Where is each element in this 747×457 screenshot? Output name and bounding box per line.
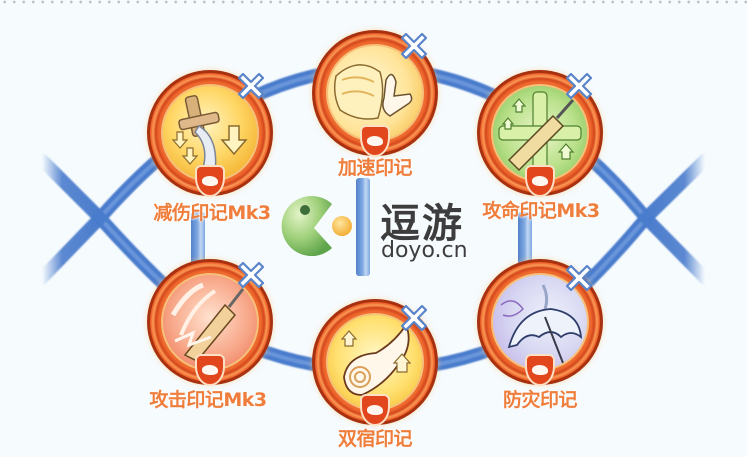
remove-seal-button-attack[interactable] xyxy=(235,259,267,291)
remove-seal-button-twin-star[interactable] xyxy=(398,302,430,334)
watermark-title: 逗游 xyxy=(380,201,464,247)
seal-badge-icon xyxy=(360,394,390,426)
seal-badge-icon xyxy=(360,125,390,157)
watermark-domain: doyo.cn xyxy=(381,238,468,263)
seal-label-twin-star: 双宿印记 xyxy=(337,428,413,450)
seal-slot-damage-reduction[interactable] xyxy=(147,70,273,197)
vertical-connector-left xyxy=(191,212,205,270)
seal-label-speed: 加速印记 xyxy=(337,157,413,179)
seal-slot-attack-accuracy[interactable] xyxy=(477,70,603,197)
seal-label-attack-accuracy: 攻命印记Mk3 xyxy=(482,200,600,222)
remove-seal-button-attack-accuracy[interactable] xyxy=(563,70,595,102)
seal-badge-icon xyxy=(525,165,555,197)
doyo-logo-icon xyxy=(281,196,352,256)
seal-badge-icon xyxy=(525,354,555,386)
remove-seal-button-damage-reduction[interactable] xyxy=(235,70,267,102)
seal-badge-icon xyxy=(195,165,225,197)
greatsword-up-arrows-icon xyxy=(491,84,589,182)
vertical-connector-center xyxy=(356,178,370,276)
vertical-connector-right xyxy=(518,212,532,270)
seal-label-damage-reduction: 减伤印记Mk3 xyxy=(153,202,271,224)
seal-label-disaster-defense: 防灾印记 xyxy=(502,389,578,411)
seal-label-attack: 攻击印记Mk3 xyxy=(149,389,267,411)
top-dotted-border xyxy=(0,0,747,4)
remove-seal-button-disaster-defense[interactable] xyxy=(563,262,595,294)
remove-seal-button-speed[interactable] xyxy=(398,30,430,62)
seal-badge-icon xyxy=(195,354,225,386)
